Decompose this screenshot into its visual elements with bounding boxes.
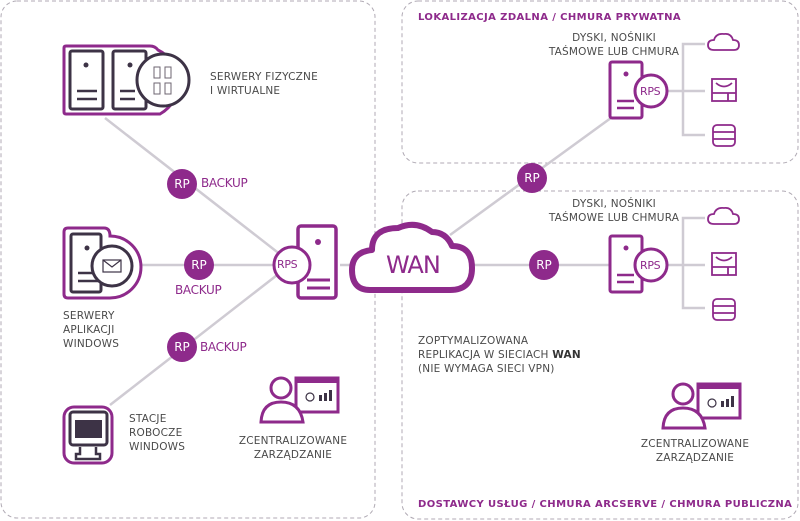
top-right-zone-border [401, 0, 799, 164]
cloud-icon [707, 32, 740, 51]
replication-description: ZOPTYMALIZOWANA REPLIKACJA W SIECIACH WA… [418, 335, 581, 375]
remote-zone-title: LOKALIZACJA ZDALNA / CHMURA PRYWATNA [418, 12, 682, 23]
rp-badge-remote: RP [517, 163, 547, 193]
provider-storage-label: DYSKI, NOŚNIKI TAŚMOWE LUB CHMURA [548, 198, 680, 224]
app-servers-label: SERWERY APLIKACJI WINDOWS [63, 310, 120, 350]
link-physical-to-rps [104, 117, 291, 263]
tape-icon [711, 252, 737, 276]
windows-app-server-icon [62, 226, 143, 300]
wan-label: WAN [386, 251, 441, 279]
management-label-left: ZCENTRALIZOWANE ZARZĄDZANIE [238, 435, 348, 461]
bottom-storage-bracket [681, 216, 705, 310]
rp-badge-workstation: RP [167, 332, 197, 362]
wan-cloud-icon [349, 221, 475, 293]
workstations-label: STACJE ROBOCZE WINDOWS [129, 413, 186, 453]
management-label-right: ZCENTRALIZOWANE ZARZĄDZANIE [640, 438, 750, 464]
provider-rps-label: RPS [640, 259, 661, 272]
physical-virtual-servers-icon [62, 44, 191, 116]
database-icon [712, 298, 736, 321]
cloud-icon [707, 206, 740, 225]
rp-badge-physical: RP [167, 169, 197, 199]
provider-zone-title: DOSTAWCY USŁUG / CHMURA ARCSERVE / CHMUR… [418, 499, 793, 510]
management-dashboard-icon-left [259, 376, 340, 424]
remote-storage-label: DYSKI, NOŚNIKI TAŚMOWE LUB CHMURA [548, 32, 680, 58]
database-icon [712, 124, 736, 147]
bottom-right-zone-border [401, 190, 799, 520]
physical-servers-label: SERWERY FIZYCZNE I WIRTUALNE [210, 71, 318, 97]
rp-badge-provider: RP [529, 250, 559, 280]
rp-badge-appserver: RP [184, 250, 214, 280]
backup-label-appserver: BACKUP [175, 283, 222, 297]
central-rps-label: RPS [277, 258, 298, 271]
remote-rps-label: RPS [640, 85, 661, 98]
central-rps-server-icon [272, 224, 338, 300]
provider-rps-server-icon [608, 234, 669, 294]
remote-rps-server-icon [608, 60, 669, 120]
backup-label-physical: BACKUP [201, 176, 248, 190]
top-storage-bracket [681, 42, 705, 137]
link-workstation-to-rps [109, 264, 291, 406]
backup-label-workstation: BACKUP [200, 340, 247, 354]
management-dashboard-icon-right [661, 382, 742, 430]
windows-workstation-icon [62, 405, 114, 465]
tape-icon [711, 78, 737, 102]
